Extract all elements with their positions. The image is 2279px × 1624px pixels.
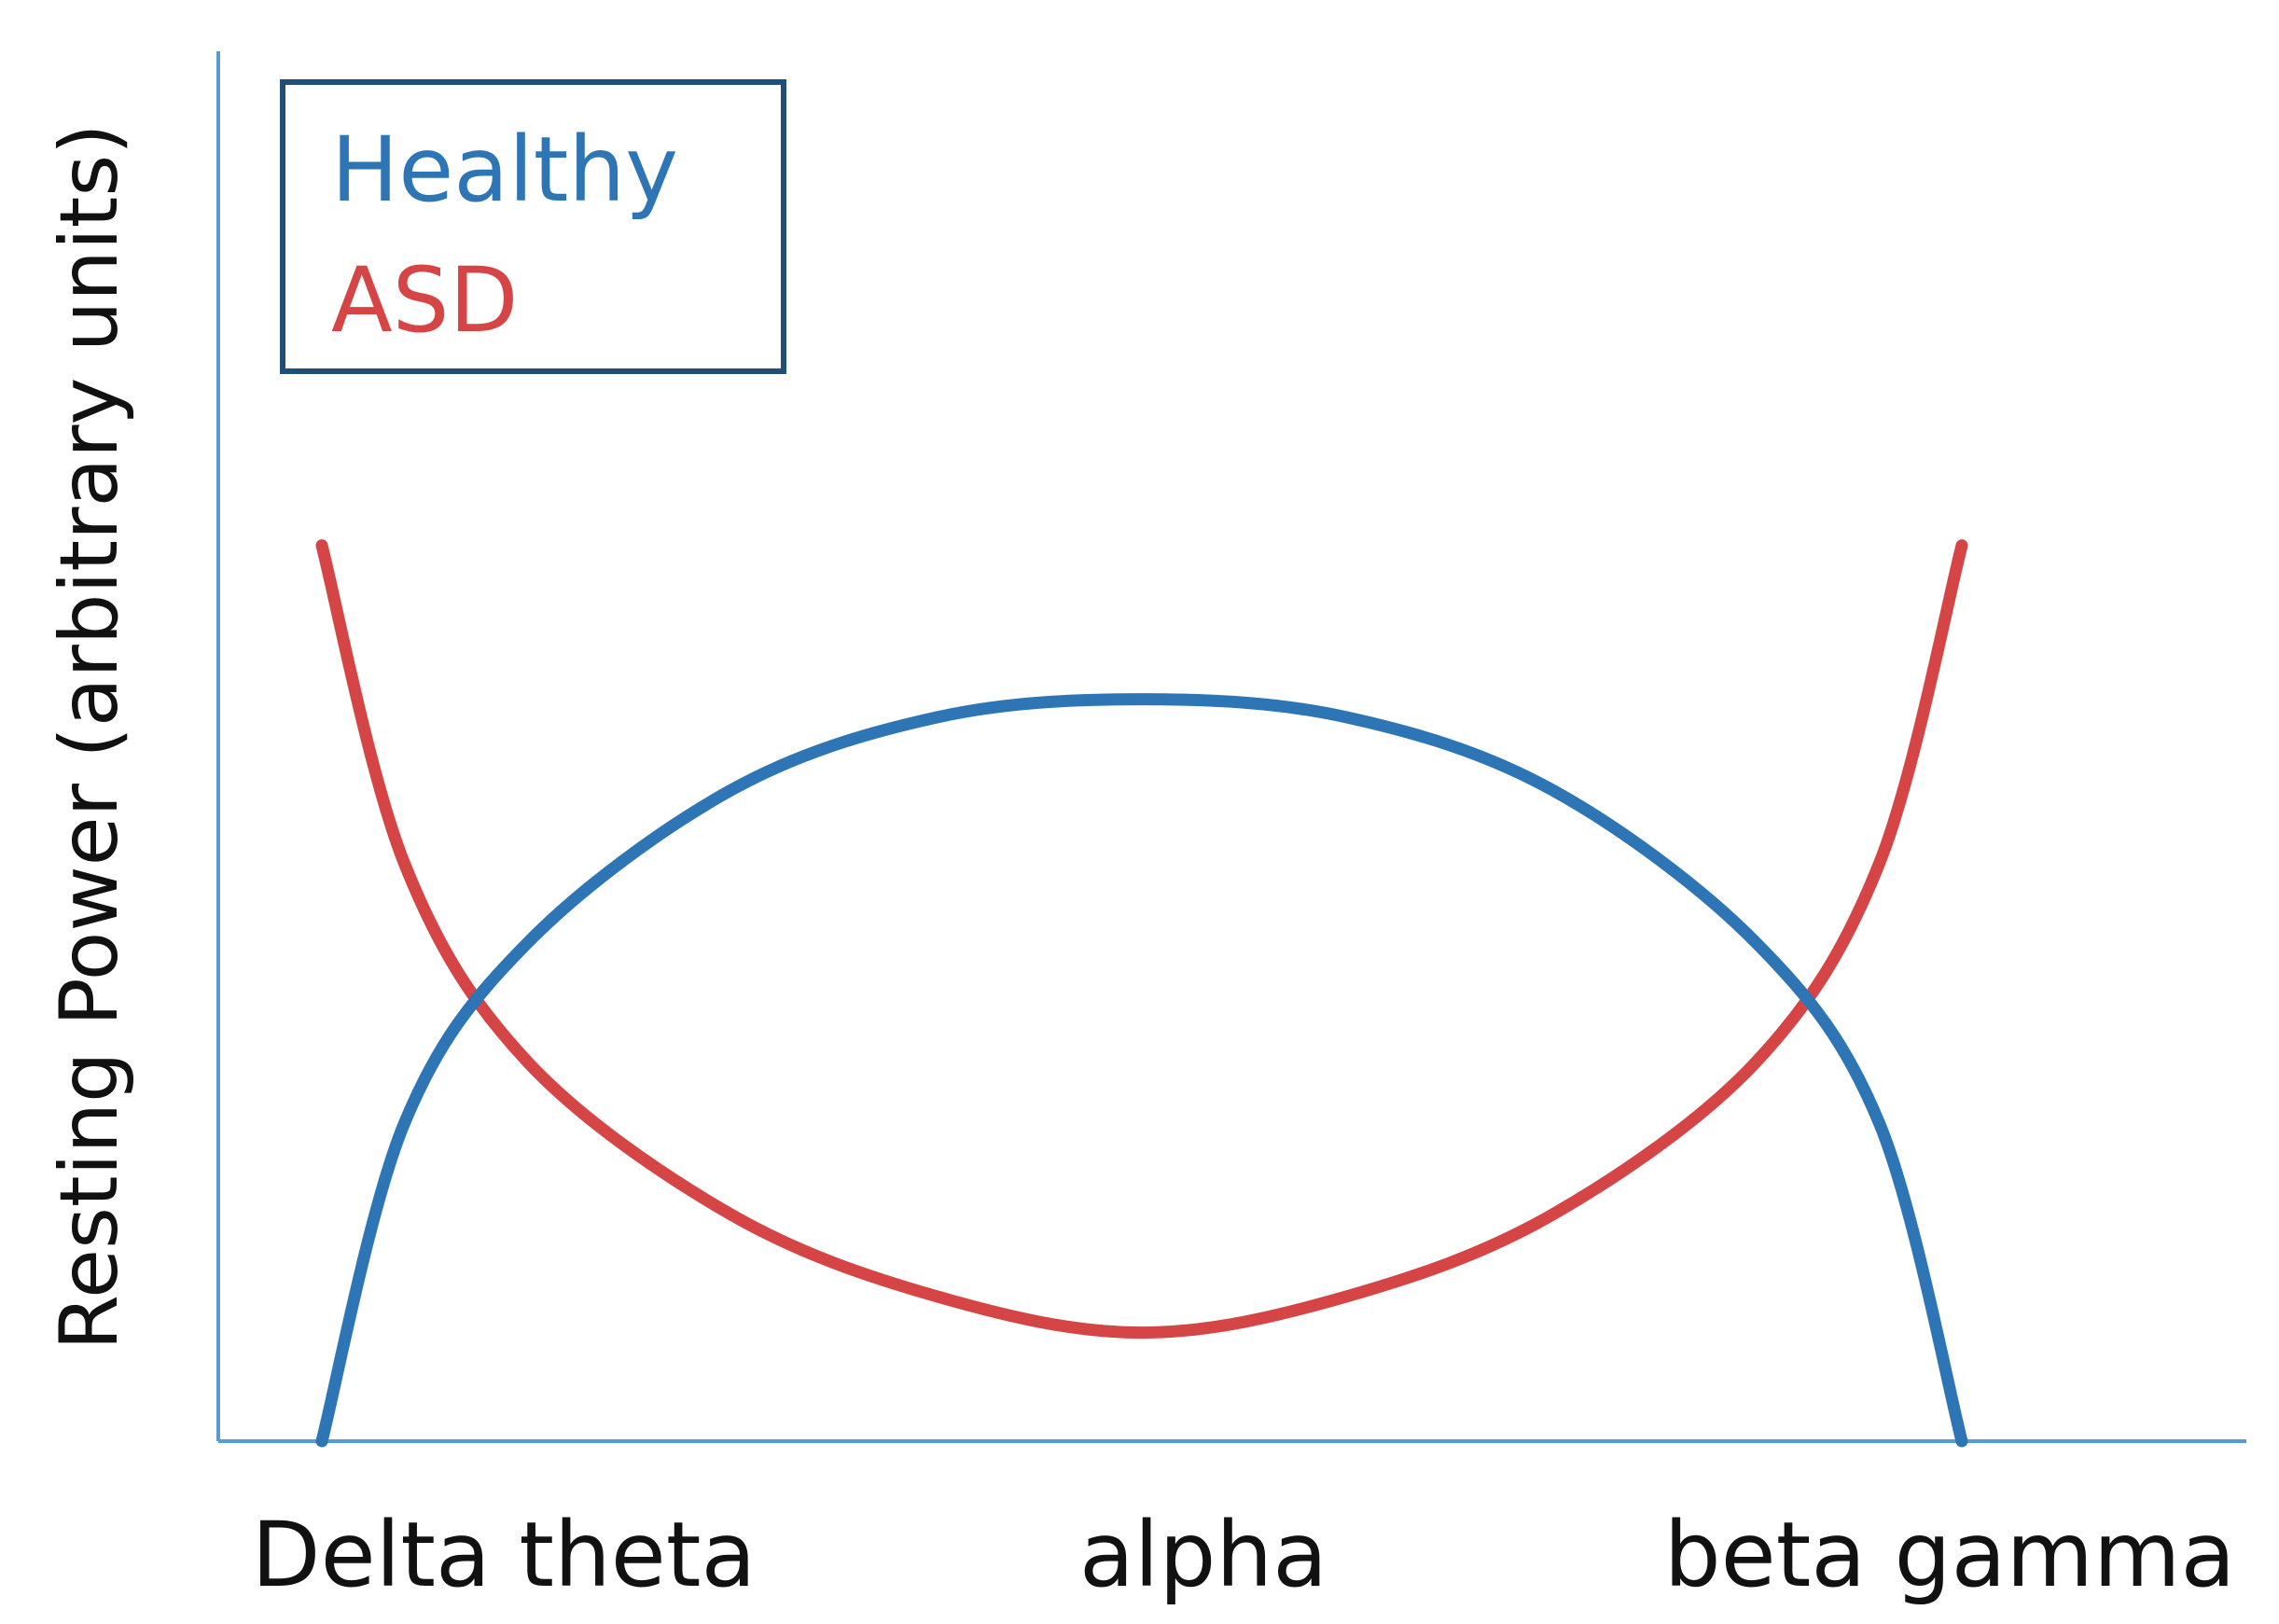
- legend-entry-asd: ASD: [331, 248, 519, 353]
- legend-box: [280, 79, 786, 374]
- series-line-healthy: [315, 693, 1968, 1448]
- series-line-asd: [315, 539, 1968, 1339]
- axes: [216, 51, 2246, 1443]
- series-group: [315, 539, 1968, 1448]
- x-tick-labels: Delta theta alpha beta gamma: [252, 1503, 2236, 1607]
- x-tick-label: Delta theta: [252, 1503, 757, 1607]
- y-axis-title: Resting Power (arbitrary units): [43, 123, 136, 1350]
- x-tick-label: beta gamma: [1664, 1503, 2236, 1607]
- x-tick-label: alpha: [1079, 1503, 1327, 1607]
- legend-entry-healthy: Healthy: [331, 118, 678, 222]
